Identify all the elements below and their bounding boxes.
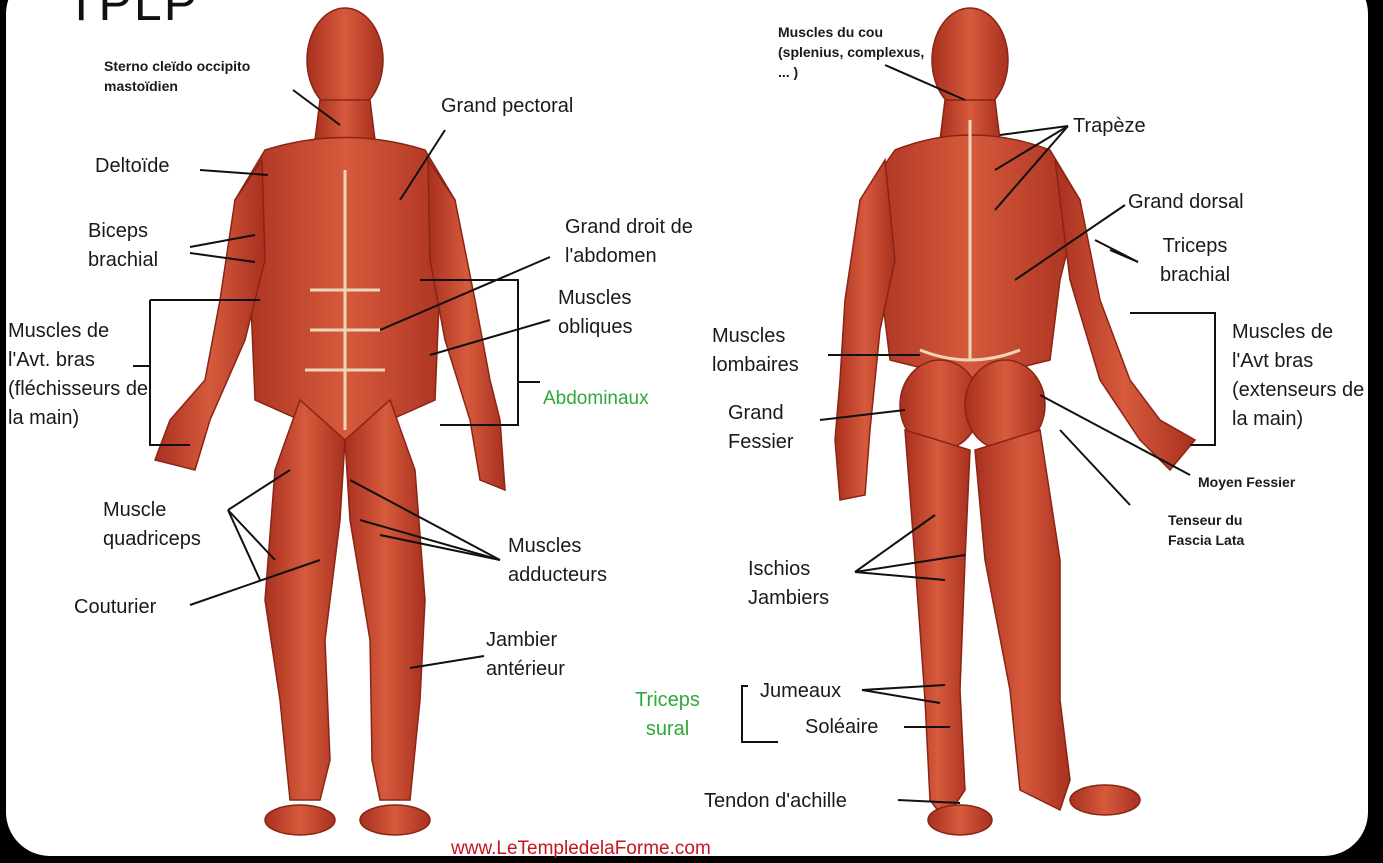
label-jumeaux: Jumeaux xyxy=(760,677,841,706)
label-muscles-cou: Muscles du cou (splenius, complexus, ...… xyxy=(778,22,938,82)
label-triceps-brachial: Triceps brachial xyxy=(1145,232,1245,290)
label-grand-dorsal: Grand dorsal xyxy=(1128,188,1244,217)
label-adducteurs: Muscles adducteurs xyxy=(508,532,638,590)
label-avt-bras-back: Muscles de l'Avt bras (extenseurs de la … xyxy=(1232,318,1372,434)
label-obliques: Muscles obliques xyxy=(558,284,668,342)
label-deltoide: Deltoïde xyxy=(95,152,170,181)
label-quadriceps: Muscle quadriceps xyxy=(103,496,223,554)
label-triceps-sural: Triceps sural xyxy=(620,686,715,744)
label-lombaires: Muscles lombaires xyxy=(712,322,832,380)
label-grand-droit: Grand droit de l'abdomen xyxy=(565,213,735,271)
label-grand-pectoral: Grand pectoral xyxy=(441,92,573,121)
label-grand-fessier: Grand Fessier xyxy=(728,399,818,457)
label-abdominaux: Abdominaux xyxy=(543,384,649,413)
label-soleaire: Soléaire xyxy=(805,713,878,742)
label-sterno: Sterno cleïdo occipito mastoïdien xyxy=(104,56,294,96)
label-avant-bras: Muscles de l'Avt. bras (fléchisseurs de … xyxy=(8,317,156,433)
label-couturier: Couturier xyxy=(74,593,156,622)
label-trapeze: Trapèze xyxy=(1073,112,1146,141)
source-url: www.LeTempledelaForme.com xyxy=(451,838,711,860)
label-moyen-fessier: Moyen Fessier xyxy=(1198,472,1295,492)
label-biceps: Biceps brachial xyxy=(88,217,188,275)
label-tenseur: Tenseur du Fascia Lata xyxy=(1168,510,1278,550)
label-jambier: Jambier antérieur xyxy=(486,626,596,684)
front-figure xyxy=(155,8,505,835)
label-ischios: Ischios Jambiers xyxy=(748,555,858,613)
label-tendon-achille: Tendon d'achille xyxy=(704,787,847,816)
